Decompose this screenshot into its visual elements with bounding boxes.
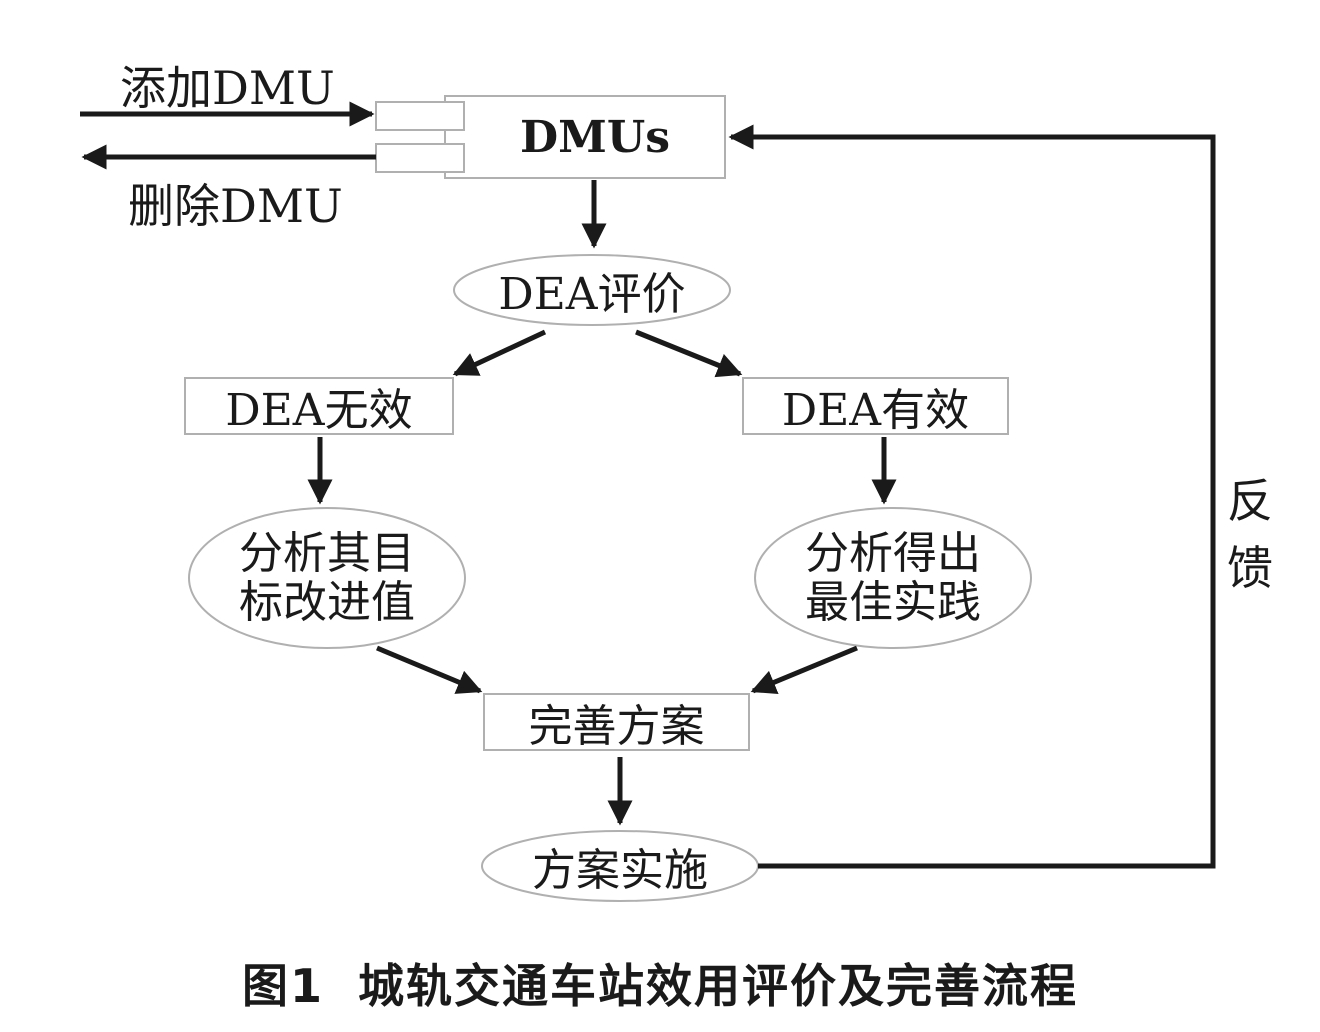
input-port xyxy=(375,101,465,131)
analyze-targets-label: 分析其目 标改进值 xyxy=(189,508,465,648)
feedback-label: 反 馈 xyxy=(1218,455,1282,615)
dmus-box xyxy=(444,95,726,179)
figure-caption: 图1 城轨交通车站效用评价及完善流程 xyxy=(0,950,1320,1016)
improve-plan-label: 完善方案 xyxy=(528,701,705,752)
implement-plan-label: 方案实施 xyxy=(532,845,708,896)
dea-valid-node xyxy=(742,377,1009,435)
analyze-best-line-2: 最佳实践 xyxy=(805,577,981,628)
arrow-best-to-plan xyxy=(750,645,858,694)
arrow-eval-to-invalid xyxy=(452,329,547,377)
analyze-targets-line-1: 分析其目 xyxy=(239,527,415,579)
output-port xyxy=(375,143,465,173)
delete-dmu-label: 删除DMU xyxy=(128,179,343,233)
analyze-best-node xyxy=(754,507,1032,649)
arrow-targets-to-plan xyxy=(376,645,483,694)
dea-invalid-node xyxy=(184,377,454,435)
feedback-char-1: 反 xyxy=(1227,474,1273,529)
arrow-eval-to-valid xyxy=(635,329,743,378)
dea-invalid-label: DEA无效 xyxy=(225,385,413,436)
dea-evaluation-node xyxy=(453,254,731,326)
analyze-targets-line-2: 标改进值 xyxy=(239,577,415,628)
dea-valid-label: DEA有效 xyxy=(781,385,970,436)
analyze-best-line-1: 分析得出 xyxy=(805,527,981,579)
dea-evaluation-label: DEA评价 xyxy=(498,269,686,320)
improve-plan-node xyxy=(483,693,750,751)
dmus-label: DMUs xyxy=(519,111,670,163)
figure-number: 图1 xyxy=(241,959,324,1013)
add-dmu-label: 添加DMU xyxy=(120,61,335,115)
analyze-targets-node xyxy=(188,507,466,649)
feedback-arrow xyxy=(728,124,1216,869)
figure-title: 城轨交通车站效用评价及完善流程 xyxy=(358,959,1078,1013)
feedback-char-2: 馈 xyxy=(1227,541,1273,595)
analyze-best-label: 分析得出 最佳实践 xyxy=(755,508,1031,648)
